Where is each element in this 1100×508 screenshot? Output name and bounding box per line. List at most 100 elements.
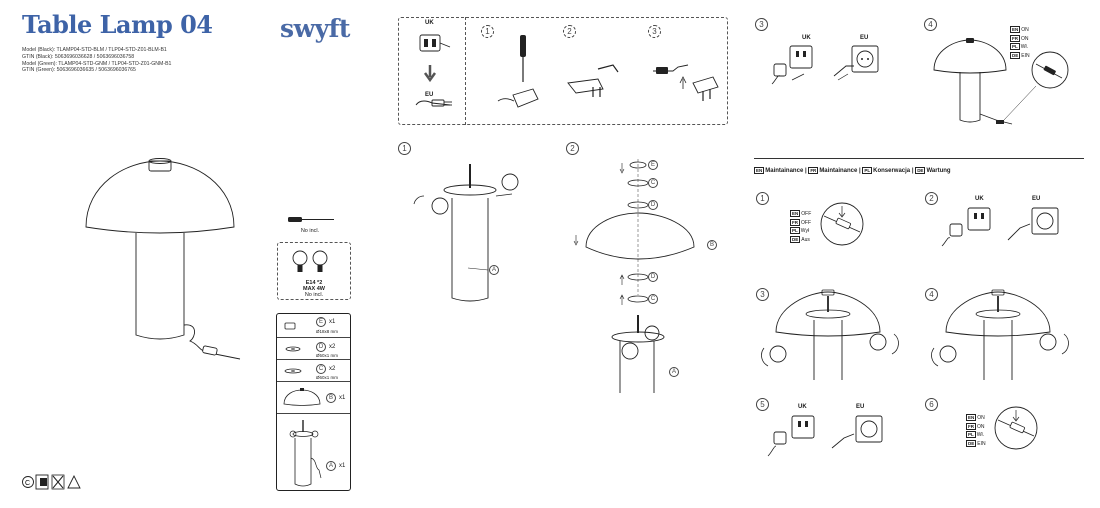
part-letter: A — [326, 461, 336, 471]
heading-text: Wartung — [926, 168, 951, 174]
assembly-step2-illustration — [573, 159, 695, 393]
lang-tag: FR — [1010, 34, 1020, 42]
assembly-step-number: 2 — [566, 142, 579, 155]
shade-b-icon — [283, 388, 321, 406]
part-qty: x1 — [329, 319, 336, 325]
plug-uk-label: UK — [425, 20, 434, 26]
lang-tag: EN — [754, 167, 765, 174]
model-line: GTIN (Black): 5063696036628 / 5063696036… — [22, 53, 135, 60]
bulb-icon — [292, 250, 328, 272]
part-callout: C — [648, 178, 658, 188]
bulb-insert-illustration — [931, 289, 1069, 380]
m-eu-label: EU — [856, 404, 865, 410]
maintenance-divider — [754, 158, 1084, 159]
model-line: GTIN (Green): 5063696036635 / 5063696036… — [22, 67, 136, 74]
bulb-removal-illustration — [761, 289, 899, 380]
lang-tag: DE — [966, 439, 977, 447]
assembly-step-number: 4 — [924, 18, 937, 31]
legend-text: EIN — [977, 440, 986, 447]
part-callout: D — [648, 200, 658, 210]
bulb-note: No incl. — [304, 292, 324, 298]
assembly-step-number: 1 — [398, 142, 411, 155]
part-size: Ø60x1 mm — [316, 375, 339, 380]
plug-conversion-illustration — [415, 34, 719, 108]
part-row: C x2 Ø60x1 mm — [277, 360, 350, 382]
base-a-icon — [289, 420, 322, 487]
part-row: A x1 — [277, 414, 350, 490]
washer-e-icon — [284, 322, 296, 330]
lang-tag: DE — [1010, 51, 1021, 59]
switch-off-illustration — [820, 202, 864, 246]
lang-tag: FR — [790, 218, 800, 226]
lang-tag: FR — [808, 167, 819, 174]
part-callout: C — [648, 294, 658, 304]
part-qty: x2 — [329, 344, 336, 350]
plug-eu-label: EU — [425, 92, 434, 98]
washer-c-icon — [284, 368, 302, 374]
part-row: B x1 — [277, 382, 350, 414]
assembly-step-number: 3 — [755, 18, 768, 31]
lang-tag: DE — [790, 235, 801, 243]
lang-tag: FR — [966, 422, 976, 430]
legend-text: OFF — [801, 219, 811, 226]
separator: | — [859, 168, 861, 174]
part-letter: E — [316, 317, 326, 327]
svg-text:C: C — [25, 480, 30, 487]
legend-text: Wł. — [976, 432, 984, 438]
step3-eu-label: EU — [860, 35, 869, 41]
legend-text: ON — [977, 423, 985, 430]
step3-uk-label: UK — [802, 35, 811, 41]
heading-text: Konserwacja — [873, 168, 911, 174]
step3-plug-illustration — [771, 45, 879, 85]
legend-text: OFF — [801, 211, 812, 217]
lang-tag: EN — [790, 210, 801, 217]
model-line: Model (Black): TLAMP04-STD-BLM / TLP04-S… — [22, 47, 167, 53]
separator: | — [804, 168, 807, 174]
maintenance-step-number: 3 — [756, 288, 769, 301]
maintenance-step-number: 5 — [756, 398, 769, 411]
lang-tag: PL — [1010, 43, 1020, 50]
model-info: Model (Black): TLAMP04-STD-BLM / TLP04-S… — [22, 47, 171, 74]
lang-tag: PL — [862, 167, 873, 174]
model-line: Model (Green): TLAMP04-STD-GNM / TLP04-S… — [22, 60, 172, 67]
legend-text: Wył — [800, 228, 810, 234]
lang-tag: DE — [915, 167, 926, 174]
legend-text: ON — [1021, 35, 1029, 42]
lang-tag: PL — [966, 431, 976, 438]
part-letter: C — [316, 364, 326, 374]
part-row: D x2 Ø50x1 mm — [277, 338, 350, 360]
part-size: Ø18x8 mm — [316, 329, 339, 334]
part-qty: x1 — [339, 395, 346, 401]
washer-d-icon — [285, 346, 301, 352]
plug-step-number: 2 — [563, 25, 576, 38]
legend-text: EIN — [1021, 52, 1030, 59]
heading-text: Maintainance — [819, 168, 858, 174]
bulb-spec: E14 *2 MAX 4W No incl. — [277, 280, 351, 298]
legend-text: ON — [1021, 27, 1029, 33]
part-row: E x1 Ø18x8 mm — [277, 314, 350, 338]
part-size: Ø50x1 mm — [316, 353, 339, 358]
maintenance-step-number: 2 — [925, 192, 938, 205]
product-title: Table Lamp 04 — [22, 10, 213, 39]
bulb-spec-line: E14 *2 — [305, 280, 323, 286]
bulb-spec-line: MAX 4W — [303, 286, 325, 292]
m-uk-label: UK — [975, 196, 984, 202]
part-callout: E — [648, 160, 658, 170]
plug-step-number: 3 — [648, 25, 661, 38]
lang-tag: EN — [966, 414, 977, 421]
divider — [465, 17, 466, 125]
legend-text: Aus — [801, 236, 810, 243]
m-uk-label: UK — [798, 404, 807, 410]
lang-tag: PL — [790, 227, 800, 234]
separator: | — [911, 168, 914, 174]
